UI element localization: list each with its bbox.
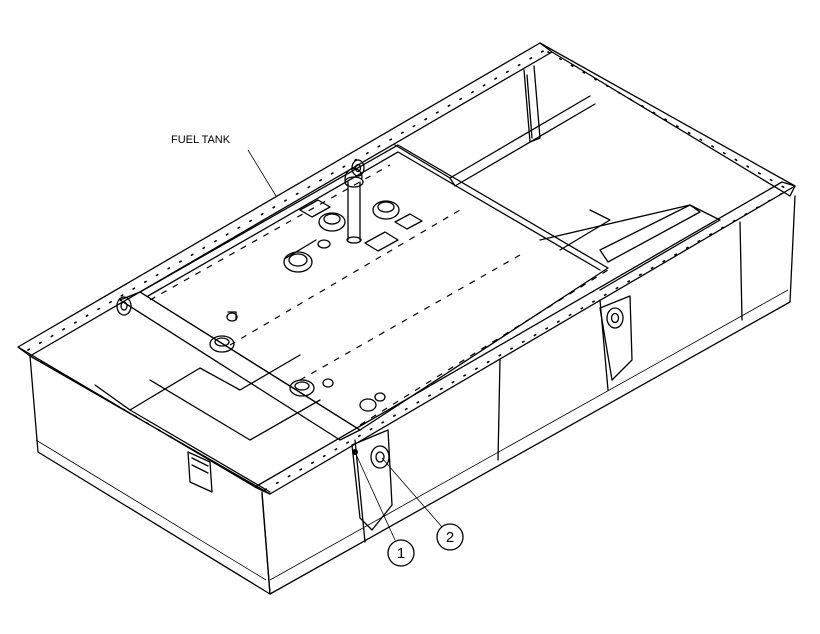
callout-1-number: 1	[397, 545, 405, 562]
tank-fittings	[116, 159, 624, 469]
frame-side-walls	[29, 195, 796, 595]
part-label-fuel-tank: FUEL TANK	[171, 134, 231, 146]
fuel-tank-leader-line	[247, 149, 277, 197]
callout-1: 1	[354, 451, 415, 567]
callout-2-number: 2	[446, 529, 454, 546]
frame-top-rails	[17, 42, 796, 495]
callout-2: 2	[381, 457, 464, 551]
tank-top-plate	[139, 144, 609, 431]
